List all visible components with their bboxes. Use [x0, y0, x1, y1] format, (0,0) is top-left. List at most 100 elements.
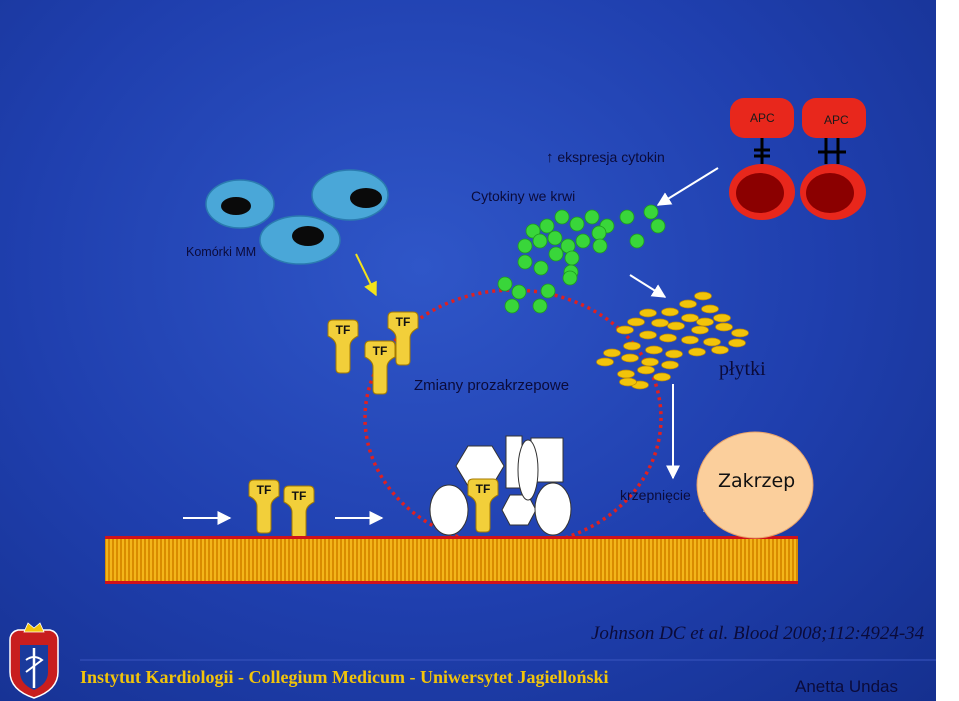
- citation: Johnson DC et al. Blood 2008;112:4924-34: [591, 623, 925, 644]
- apc-label: APC: [750, 111, 775, 125]
- platelet: [679, 299, 697, 309]
- tf-label: TF: [336, 323, 351, 337]
- tf-receptors: TF TF TF TF TF TF: [248, 311, 499, 540]
- cytokine-dot: [517, 238, 533, 254]
- platelet: [603, 348, 621, 358]
- tf-label: TF: [373, 344, 388, 358]
- platelet: [639, 308, 657, 318]
- cytokine-cluster: [497, 204, 666, 314]
- cytokine-dot: [569, 216, 585, 232]
- clot: [696, 431, 814, 539]
- vessel-wall: [105, 536, 798, 584]
- platelet: [713, 313, 731, 323]
- mm-cells: [205, 169, 389, 265]
- platelet: [661, 360, 679, 370]
- cytokines-in-blood-label: Cytokiny we krwi: [471, 188, 576, 204]
- cytokine-dot: [562, 270, 578, 286]
- platelet: [703, 337, 721, 347]
- cytokine-dot: [504, 298, 520, 314]
- cytokine-expression-label: ↑ ekspresja cytokin: [546, 149, 665, 166]
- tf-label: TF: [476, 482, 491, 496]
- cytokine-dot: [554, 209, 570, 225]
- cytokine-dot: [650, 218, 666, 234]
- platelet: [645, 345, 663, 355]
- coagulation-complex: [429, 435, 572, 536]
- mm-cells-label: Komórki MM: [186, 245, 257, 259]
- platelet: [621, 353, 639, 363]
- cytokine-dot: [532, 298, 548, 314]
- mm-cell: [205, 179, 275, 229]
- cytokine-dot: [511, 284, 527, 300]
- platelet: [596, 357, 614, 367]
- platelet-cluster: [596, 291, 749, 390]
- platelet: [681, 313, 699, 323]
- cytokine-dot: [548, 246, 564, 262]
- platelet: [619, 377, 637, 387]
- slide: TF TF TF TF TF TF ↑ ekspresja cytokin Cytokin…: [0, 0, 936, 701]
- platelet: [617, 369, 635, 379]
- apc-cell: [729, 98, 795, 220]
- mm-cell: [311, 169, 389, 221]
- cytokine-dot: [497, 276, 513, 292]
- cytokine-dot: [532, 233, 548, 249]
- apc-cell: [800, 98, 866, 220]
- tf-receptor: TF: [248, 479, 280, 534]
- institution-name: Instytut Kardiologii - Collegium Medicum…: [80, 667, 609, 687]
- cytokine-dot: [584, 209, 600, 225]
- cytokine-dot: [539, 218, 555, 234]
- platelet: [701, 304, 719, 314]
- cytokine-dot: [629, 233, 645, 249]
- platelet: [653, 372, 671, 382]
- arrow-apc-to-cytokines: [656, 167, 719, 206]
- cytokine-dot: [564, 250, 580, 266]
- author-name: Anetta Undas: [795, 677, 899, 696]
- tf-receptor: TF: [467, 478, 499, 533]
- platelet: [731, 328, 749, 338]
- up-arrow-icon: ↑: [546, 149, 554, 166]
- platelet: [688, 347, 706, 357]
- procoagulant-region: [363, 288, 663, 548]
- tf-receptor: TF: [327, 319, 359, 374]
- apc-label: APC: [824, 113, 849, 127]
- diagram: TF TF TF TF TF TF: [9, 98, 936, 699]
- platelets-label: płytki: [719, 358, 766, 380]
- tf-label: TF: [396, 315, 411, 329]
- arrow-cytokines-to-platelets: [629, 274, 667, 298]
- platelet: [715, 322, 733, 332]
- platelet: [659, 333, 677, 343]
- arrow-mm-to-tf: [355, 253, 377, 297]
- tf-label: TF: [292, 489, 307, 503]
- platelet: [637, 365, 655, 375]
- platelet: [651, 318, 669, 328]
- mm-cell: [259, 215, 341, 265]
- platelet: [667, 321, 685, 331]
- cytokine-dot: [592, 238, 608, 254]
- platelet: [616, 325, 634, 335]
- platelet: [627, 317, 645, 327]
- coagulation-label: krzepnięcie: [620, 487, 691, 503]
- platelet: [696, 317, 714, 327]
- cytokine-dot: [643, 204, 659, 220]
- institution-logo: [9, 622, 59, 699]
- platelet: [623, 341, 641, 351]
- platelet: [681, 335, 699, 345]
- platelet: [661, 307, 679, 317]
- cytokine-dot: [533, 260, 549, 276]
- cytokine-dot: [547, 230, 563, 246]
- tf-label: TF: [257, 483, 272, 497]
- procoagulant-changes-label: Zmiany prozakrzepowe: [414, 377, 570, 394]
- platelet: [691, 325, 709, 335]
- tf-receptor: TF: [387, 311, 419, 366]
- platelet: [641, 357, 659, 367]
- cytokine-dot: [591, 225, 607, 241]
- cytokine-dot: [517, 254, 533, 270]
- clot-label: Zakrzep: [718, 470, 796, 492]
- platelet: [711, 345, 729, 355]
- platelet: [639, 330, 657, 340]
- platelet: [694, 291, 712, 301]
- cytokine-dot: [575, 233, 591, 249]
- platelet: [665, 349, 683, 359]
- platelet: [728, 338, 746, 348]
- tf-receptor: TF: [364, 340, 396, 395]
- cytokine-dot: [619, 209, 635, 225]
